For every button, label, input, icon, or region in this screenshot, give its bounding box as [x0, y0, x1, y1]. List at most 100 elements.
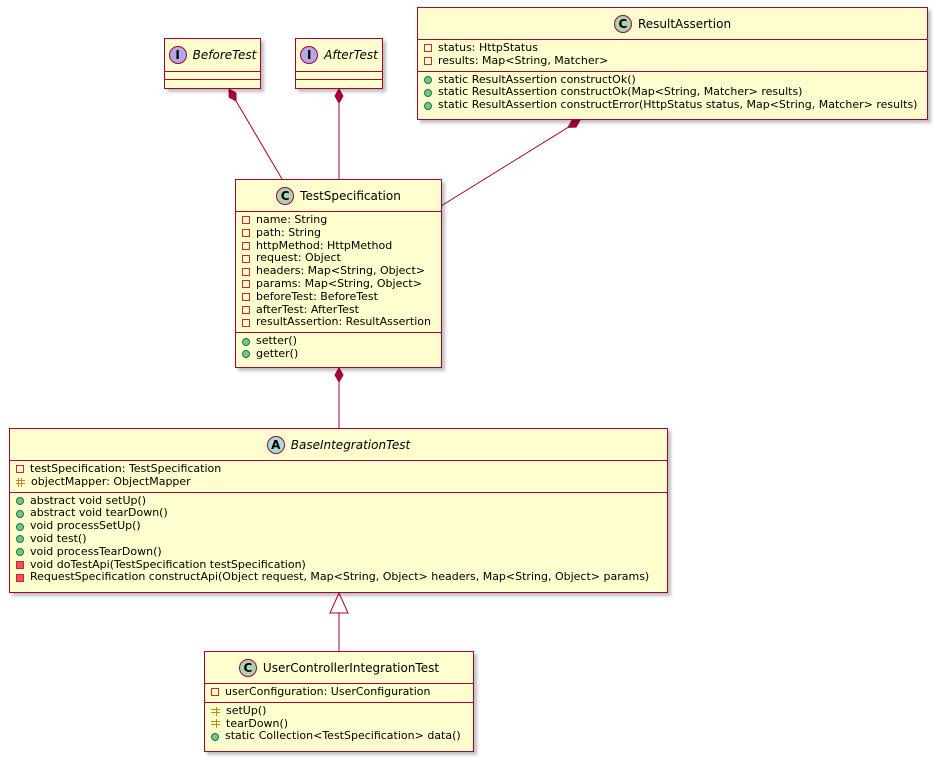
class-user-controller-integration-test[interactable]: C UserControllerIntegrationTest userConfig…	[204, 651, 474, 752]
field-row: request: Object	[242, 252, 441, 265]
method-row: setter()	[242, 334, 441, 348]
field-text: status: HttpStatus	[438, 41, 538, 54]
class-header: I BeforeTest	[165, 39, 260, 72]
field-row: name: String	[242, 213, 441, 227]
interface-stereotype-icon: I	[168, 46, 187, 64]
method-text: abstract void tearDown()	[30, 506, 168, 520]
class-stereotype-icon: C	[276, 186, 295, 205]
methods-section: setter()getter()	[236, 333, 441, 364]
method-row: setUp()	[211, 703, 473, 718]
class-header: C ResultAssertion	[418, 8, 927, 40]
field-row: userConfiguration: UserConfiguration	[211, 685, 473, 699]
public-visibility-icon	[424, 88, 432, 97]
field-text: name: String	[256, 213, 328, 226]
method-row: void test()	[16, 531, 667, 546]
public-visibility-icon	[16, 509, 24, 518]
relation-composition-test_specification-base_integration_test	[334, 366, 344, 428]
field-row: resultAssertion: ResultAssertion	[242, 316, 441, 329]
field-text: userConfiguration: UserConfiguration	[225, 685, 431, 698]
class-before-test[interactable]: I BeforeTest	[164, 38, 261, 89]
private-visibility-icon	[242, 293, 250, 302]
class-name: ResultAssertion	[637, 16, 732, 31]
method-row: static ResultAssertion constructOk(Map<S…	[424, 86, 927, 99]
class-name: AfterTest	[324, 48, 378, 62]
class-after-test[interactable]: I AfterTest	[295, 38, 383, 89]
field-text: params: Map<String, Object>	[256, 276, 422, 290]
field-row: path: String	[242, 226, 441, 240]
private-visibility-icon	[242, 280, 250, 289]
method-row: static ResultAssertion constructError(Ht…	[424, 98, 927, 112]
private-visibility-icon	[16, 560, 24, 569]
field-text: httpMethod: HttpMethod	[256, 238, 393, 252]
class-stereotype-icon: C	[238, 658, 257, 677]
method-text: tearDown()	[226, 716, 289, 730]
method-row: abstract void tearDown()	[16, 507, 667, 520]
field-text: request: Object	[256, 251, 341, 265]
field-row: results: Map<String, Matcher>	[424, 53, 927, 68]
public-visibility-icon	[211, 732, 219, 741]
field-row: headers: Map<String, Object>	[242, 264, 441, 278]
public-visibility-icon	[424, 75, 432, 84]
method-text: void doTestApi(TestSpecification testSpe…	[30, 557, 306, 571]
class-name: UserControllerIntegrationTest	[262, 660, 440, 675]
method-text: setter()	[256, 334, 297, 348]
public-visibility-icon	[16, 548, 24, 557]
class-stereotype-icon: C	[613, 14, 632, 33]
private-visibility-icon	[242, 229, 250, 238]
methods-section: setUp()tearDown()static Collection<TestS…	[205, 703, 473, 746]
private-visibility-icon	[242, 216, 250, 225]
method-row: void doTestApi(TestSpecification testSpe…	[16, 557, 667, 572]
method-text: void processSetUp()	[30, 519, 141, 533]
protected-visibility-icon	[211, 706, 220, 716]
methods-section: static ResultAssertion constructOk()stat…	[418, 72, 927, 115]
fields-section	[296, 72, 382, 80]
method-text: void processTearDown()	[30, 544, 162, 558]
private-visibility-icon	[211, 688, 219, 697]
method-row: tearDown()	[211, 716, 473, 731]
protected-visibility-icon	[16, 477, 25, 487]
private-visibility-icon	[242, 241, 250, 250]
methods-section	[296, 80, 382, 88]
field-row: params: Map<String, Object>	[242, 276, 441, 291]
relation-inheritance-user_controller_integration_test-base_integration_test	[329, 591, 349, 651]
class-name: TestSpecification	[300, 188, 401, 203]
method-row: void processTearDown()	[16, 544, 667, 559]
private-visibility-icon	[424, 57, 432, 66]
public-visibility-icon	[242, 350, 250, 359]
field-text: afterTest: AfterTest	[256, 302, 359, 316]
fields-section: userConfiguration: UserConfiguration	[205, 684, 473, 703]
field-row: status: HttpStatus	[424, 41, 927, 55]
field-row: testSpecification: TestSpecification	[16, 462, 667, 476]
method-row: abstract void setUp()	[16, 494, 667, 508]
field-row: httpMethod: HttpMethod	[242, 238, 441, 253]
method-row: void processSetUp()	[16, 519, 667, 533]
method-text: static Collection<TestSpecification> dat…	[225, 729, 461, 743]
class-header: C UserControllerIntegrationTest	[205, 652, 473, 684]
method-text: void test()	[30, 531, 87, 545]
relation-composition-before_test-test_specification	[228, 88, 283, 180]
interface-stereotype-icon: I	[300, 46, 319, 64]
public-visibility-icon	[242, 337, 250, 346]
class-name: BeforeTest	[192, 48, 257, 62]
private-visibility-icon	[424, 44, 432, 53]
methods-section: abstract void setUp()abstract void tearD…	[10, 493, 667, 588]
field-text: results: Map<String, Matcher>	[438, 53, 609, 67]
method-row: RequestSpecification constructApi(Object…	[16, 571, 667, 584]
relation-composition-after_test-test_specification	[334, 87, 344, 179]
field-row: objectMapper: ObjectMapper	[16, 474, 667, 489]
field-text: testSpecification: TestSpecification	[30, 462, 222, 475]
field-text: beforeTest: BeforeTest	[256, 289, 378, 303]
private-visibility-icon	[242, 305, 250, 314]
private-visibility-icon	[242, 318, 250, 327]
protected-visibility-icon	[211, 719, 220, 729]
method-text: setUp()	[226, 703, 267, 717]
field-text: resultAssertion: ResultAssertion	[256, 315, 432, 329]
field-text: objectMapper: ObjectMapper	[31, 474, 191, 488]
method-row: static Collection<TestSpecification> dat…	[211, 730, 473, 743]
method-row: getter()	[242, 347, 441, 361]
